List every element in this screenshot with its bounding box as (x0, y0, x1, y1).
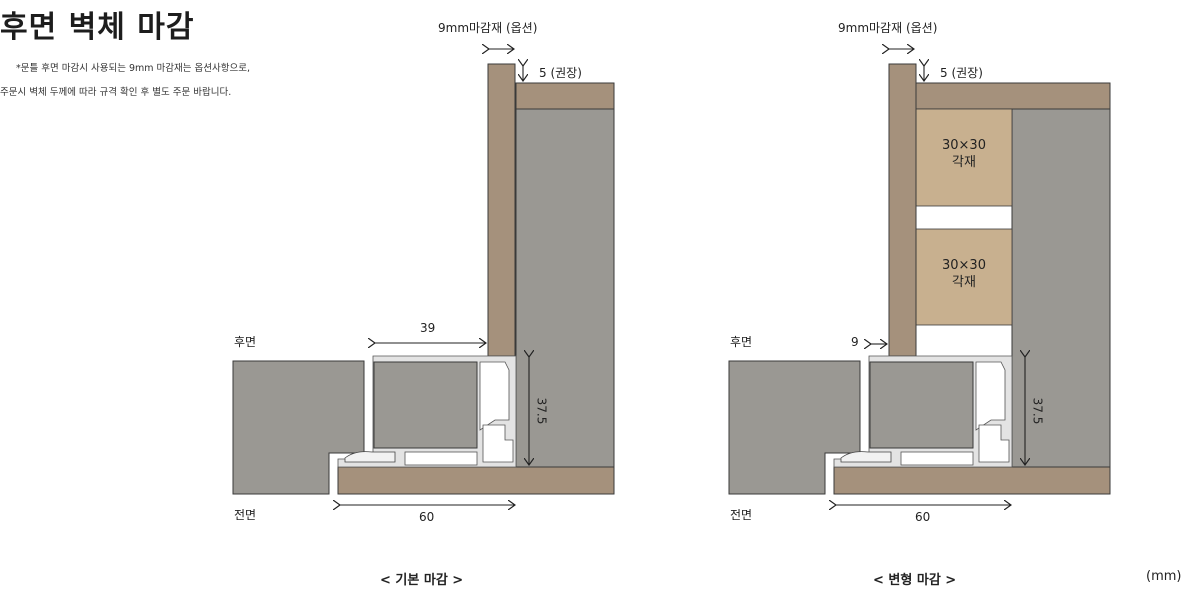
modified-dim-37-5: 37.5 (1030, 397, 1045, 425)
basic-dim-39: 39 (420, 321, 436, 335)
batten-label-upper: 30×30 각재 (916, 137, 1012, 171)
basic-finish-diagram (232, 49, 615, 505)
note-line-1: *문틀 후면 마감시 사용되는 9mm 마감재는 옵션사항으로, (16, 63, 250, 74)
batten-name: 각재 (952, 155, 976, 170)
batten-label-lower: 30×30 각재 (916, 257, 1012, 291)
modified-finish-label: 9mm마감재 (옵션) (838, 21, 938, 35)
modified-rear-label: 후면 (730, 335, 753, 349)
basic-gap-label: 5 (권장) (539, 66, 582, 80)
modified-finish-diagram (728, 49, 1111, 505)
basic-rear-label: 후면 (234, 335, 257, 349)
basic-caption: < 기본 마감 > (380, 573, 464, 588)
modified-caption: < 변형 마감 > (873, 573, 957, 588)
modified-front-label: 전면 (730, 508, 753, 522)
basic-front-label: 전면 (234, 508, 257, 522)
batten-name: 각재 (952, 275, 976, 290)
modified-dim-60: 60 (915, 510, 931, 524)
batten-size: 30×30 (942, 258, 986, 273)
page-title: 후면 벽체 마감 (0, 10, 195, 45)
modified-gap-label: 5 (권장) (940, 66, 983, 80)
basic-dim-37-5: 37.5 (534, 397, 549, 425)
modified-dim-9: 9 (851, 335, 859, 349)
basic-dim-60: 60 (419, 510, 435, 524)
unit-label: (mm) (1146, 569, 1182, 584)
note-line-2: 주문시 벽체 두께에 따라 규격 확인 후 별도 주문 바랍니다. (0, 87, 232, 98)
batten-size: 30×30 (942, 138, 986, 153)
basic-finish-label: 9mm마감재 (옵션) (438, 21, 538, 35)
